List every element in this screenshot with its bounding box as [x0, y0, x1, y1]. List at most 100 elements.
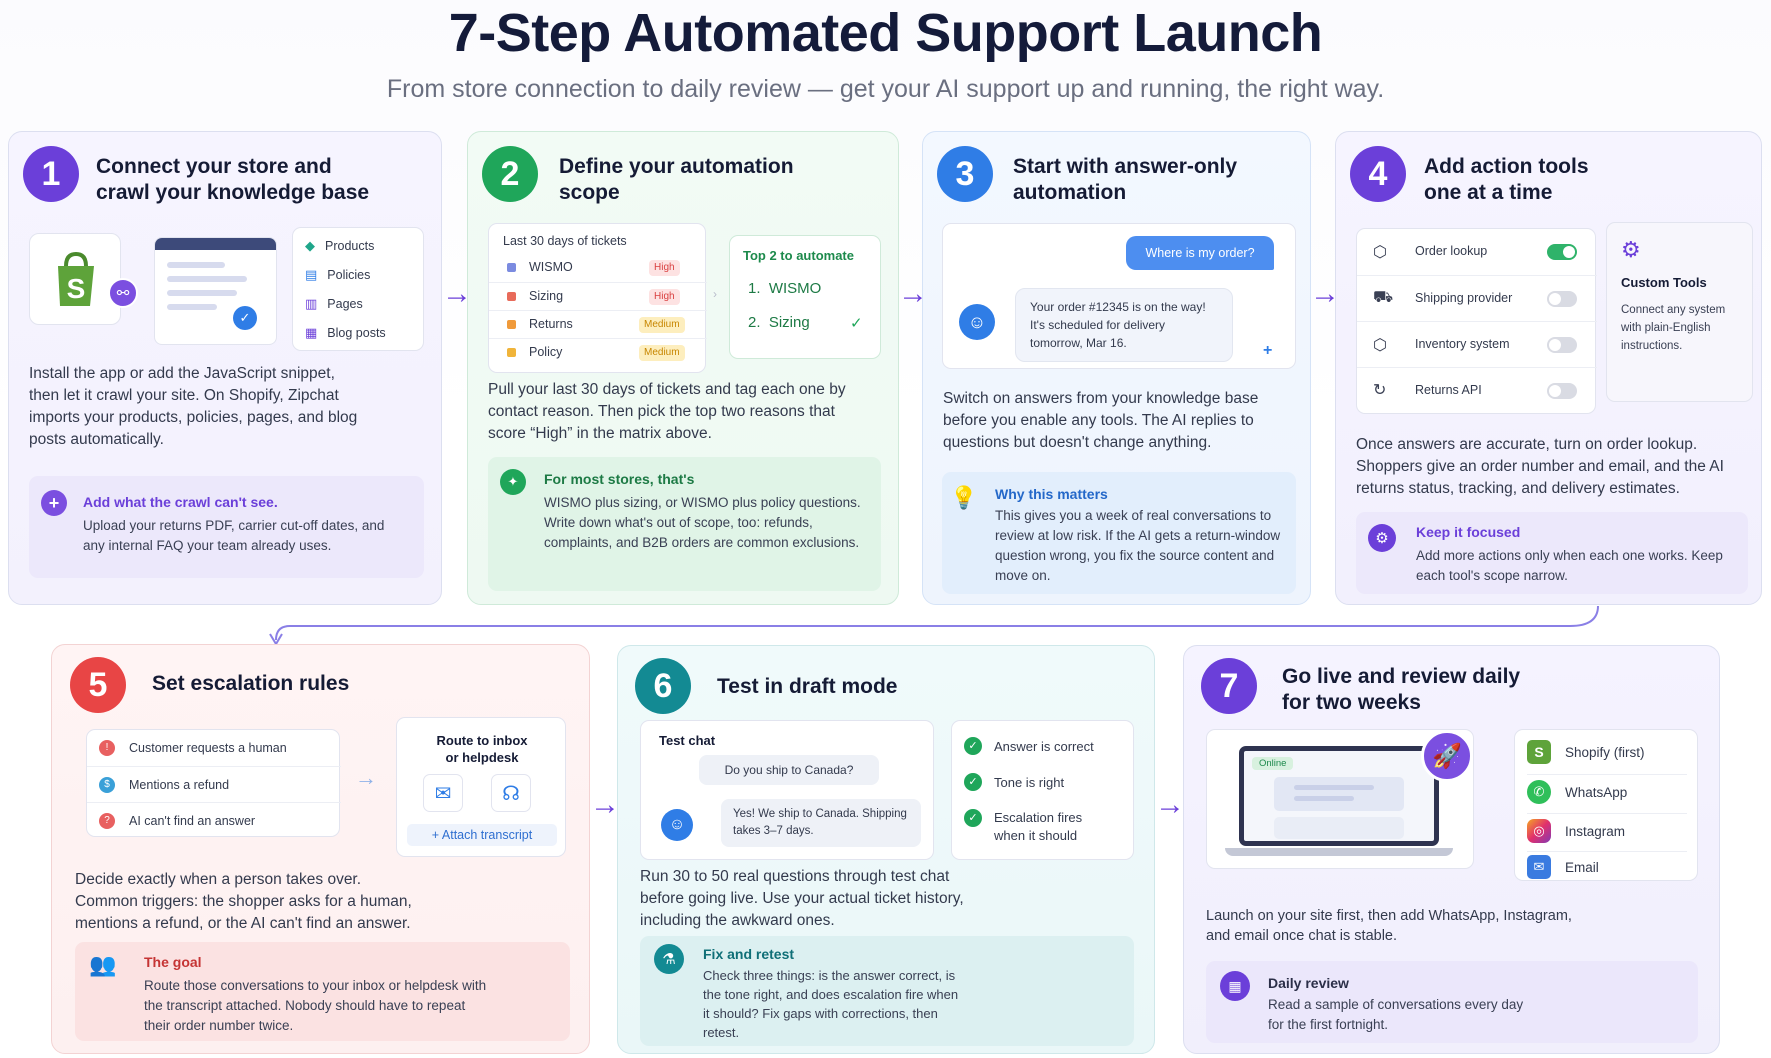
custom-tools-panel: ⚙ Custom Tools Connect any system with p… [1606, 222, 1753, 402]
step-2-number: 2 [482, 146, 538, 202]
step-3-tip-text: This gives you a week of real conversati… [995, 508, 1281, 583]
gear-icon: ⚙ [1621, 237, 1641, 262]
arrow-right-icon: → [1155, 788, 1185, 821]
page-subtitle: From store connection to daily review — … [386, 75, 1385, 103]
svg-text:S: S [67, 273, 86, 304]
step-5-tip-text: Route those conversations to your inbox … [144, 978, 487, 1033]
step-1-card: 1 Connect your store and crawl your know… [8, 131, 442, 605]
check-circle-icon: ✓ [964, 809, 982, 827]
shopify-icon: S [1527, 740, 1551, 764]
step-1-tip-title: Add what the crawl can't see. [83, 494, 278, 510]
shipping-provider-toggle[interactable] [1547, 291, 1577, 307]
step-2-tip: ✦ For most stores, that's WISMO plus siz… [488, 457, 881, 591]
channel-row: ✉ Email [1527, 855, 1599, 879]
laptop-illustration-panel: Online 🚀 [1206, 729, 1474, 869]
truck-icon: ⛟ [1373, 289, 1394, 306]
online-badge: Online [1252, 757, 1294, 770]
step-6-tip: ⚗ Fix and retest Check three things: is … [640, 936, 1134, 1046]
step-6-tip-title: Fix and retest [703, 946, 795, 962]
step-4-card: 4 Add action tools one at a time ⬡ Order… [1335, 131, 1762, 605]
step-5-tip: 👥 The goal Route those conversations to … [75, 942, 570, 1041]
step-2-tip-title: For most stores, that's [544, 471, 695, 487]
step-7-number: 7 [1201, 658, 1257, 714]
tool-row: ⬡ Order lookup [1357, 229, 1597, 275]
shopify-bag-icon: S [58, 251, 94, 306]
sparkle-icon: ✦ [500, 469, 526, 495]
top-two-title: Top 2 to automate [743, 248, 854, 263]
checklist-item: ✓ Answer is correct [964, 737, 1094, 755]
priority-badge: Medium [639, 317, 685, 333]
page-icon: ▥ [305, 296, 318, 311]
step-3-card: 3 Start with answer-only automation Wher… [922, 131, 1311, 605]
instagram-icon: ◎ [1527, 819, 1551, 843]
plus-circle-icon: + [41, 490, 67, 516]
inventory-box-icon: ⬡ [1373, 337, 1387, 354]
bot-avatar-icon: ☺ [959, 304, 995, 340]
step-3-title: Start with answer-only automation [1013, 155, 1238, 204]
checkmark-badge-icon: ✓ [233, 306, 257, 330]
browser-window-illustration: ✓ [154, 237, 277, 345]
email-icon: ✉ [1527, 855, 1551, 879]
channels-list: S Shopify (first) ✆ WhatsApp ◎ Instagram… [1514, 729, 1698, 881]
team-icon: 👥 [89, 952, 117, 977]
priority-badge: Medium [639, 345, 685, 361]
returns-api-toggle[interactable] [1547, 383, 1577, 399]
inventory-system-toggle[interactable] [1547, 337, 1577, 353]
step-6-number: 6 [635, 658, 691, 714]
custom-tools-text: Connect any system with plain-English in… [1621, 304, 1726, 352]
blog-icon: ▦ [305, 325, 318, 340]
step-6-title: Test in draft mode [717, 675, 898, 698]
gear-badge-icon: ⚙ [1368, 524, 1396, 552]
inbox-mail-icon: ✉ [423, 774, 463, 812]
priority-badge: High [649, 260, 680, 276]
step-5-tip-title: The goal [144, 954, 202, 970]
box-icon: ⬡ [1373, 244, 1387, 261]
list-item: ▥Pages [305, 296, 363, 311]
policy-icon: ▤ [305, 267, 318, 282]
person-alert-icon: ! [99, 740, 115, 756]
check-icon: ✓ [850, 315, 863, 332]
checklist-item: ✓ Escalation fires when it should [964, 809, 1104, 845]
step-1-description: Install the app or add the JavaScript sn… [29, 365, 358, 448]
laptop-screen: Online [1239, 746, 1439, 846]
step-1-number: 1 [23, 146, 79, 202]
check-circle-icon: ✓ [964, 737, 982, 755]
calendar-icon: ▦ [1220, 971, 1250, 1001]
step-7-tip-title: Daily review [1268, 975, 1349, 991]
attach-transcript-button[interactable]: + Attach transcript [407, 824, 557, 846]
step-2-title: Define your automation scope [559, 155, 794, 204]
refresh-icon: ↻ [1373, 382, 1387, 399]
step-5-number: 5 [70, 657, 126, 713]
bot-message-bubble: Your order #12345 is on the way! It's sc… [1015, 288, 1233, 362]
rocket-icon: 🚀 [1421, 730, 1473, 782]
product-icon: ◆ [305, 238, 315, 253]
test-checklist: ✓ Answer is correct ✓ Tone is right ✓ Es… [951, 720, 1134, 860]
step-4-tip-text: Add more actions only when each one work… [1416, 548, 1723, 583]
step-4-title: Add action tools one at a time [1424, 155, 1589, 204]
step-7-title: Go live and review daily for two weeks [1282, 665, 1521, 714]
link-icon: ⚯ [108, 278, 138, 308]
tool-row: ↻ Returns API [1357, 367, 1597, 413]
step-4-description: Once answers are accurate, turn on order… [1356, 436, 1724, 497]
list-item: ▦Blog posts [305, 325, 386, 340]
step-4-number: 4 [1350, 146, 1406, 202]
trigger-row: ! Customer requests a human [87, 730, 341, 766]
plus-icon[interactable]: + [1263, 342, 1273, 359]
bot-avatar-icon: ☺ [661, 809, 693, 841]
order-lookup-toggle[interactable] [1547, 244, 1577, 260]
chat-preview: Where is my order? ☺ Your order #12345 i… [942, 223, 1296, 369]
list-item: ▤Policies [305, 267, 371, 282]
trigger-row: ? AI can't find an answer [87, 802, 341, 838]
arrow-right-icon: → [590, 788, 620, 821]
action-tools-list: ⬡ Order lookup ⛟ Shipping provider ⬡ Inv… [1356, 228, 1597, 414]
step-5-description: Decide exactly when a person takes over.… [75, 871, 412, 932]
ticket-matrix-title: Last 30 days of tickets [503, 234, 627, 248]
warning-icon: ? [99, 813, 115, 829]
table-row: Policy Medium [489, 338, 707, 366]
table-row: Sizing High [489, 282, 707, 310]
step-4-tip-title: Keep it focused [1416, 524, 1521, 540]
headset-icon: ☊ [491, 774, 531, 812]
page-title: 7-Step Automated Support Launch [448, 3, 1323, 63]
step-5-card: 5 Set escalation rules ! Customer reques… [51, 644, 590, 1054]
route-title: Route to inbox or helpdesk [436, 733, 528, 765]
